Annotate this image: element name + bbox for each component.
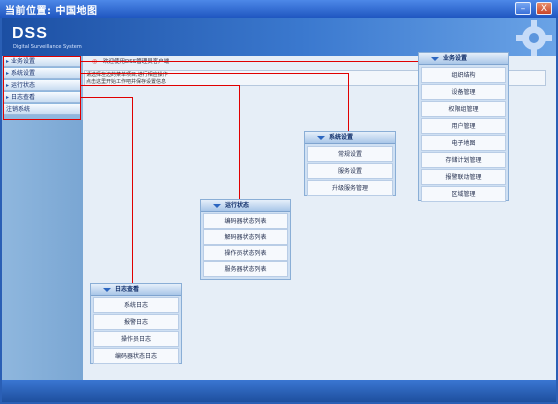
connector-line-logs-h [81,97,133,98]
menu-item-alarm-linkage[interactable]: 报警联动管理 [421,169,506,185]
menu-item-device-management[interactable]: 设备管理 [421,84,506,100]
notice-line-1: 请选择左边的菜单项目,进行相应操作 [86,72,168,78]
connector-line-business [81,61,419,62]
sidebar-item-business-settings[interactable]: ▸业务设置 [3,56,81,67]
sidebar-background [2,120,83,380]
triangle-right-icon: ▸ [6,70,10,77]
welcome-message: 欢迎使用DSS管理员客户端 [103,59,170,65]
menu-item-operator-log[interactable]: 操作员日志 [93,331,179,347]
connector-line-running-v [239,85,240,199]
menu-header: 日志查看 [91,284,181,296]
menu-item-upgrade-service[interactable]: 升级服务管理 [307,180,393,196]
menu-item-e-map[interactable]: 电子地图 [421,135,506,151]
minimize-button[interactable]: – [515,2,531,15]
log-view-menu: 日志查看 系统日志 报警日志 操作员日志 编码器状态日志 [90,283,182,364]
sidebar-item-log-view[interactable]: ▸日志查看 [3,92,81,103]
menu-title: 业务设置 [443,55,468,62]
triangle-right-icon: ▸ [6,82,10,89]
close-button[interactable]: X [536,2,552,15]
gear-icon [516,20,552,56]
app-logo: DSS [12,25,48,42]
menu-item-server-status[interactable]: 服务器状态列表 [203,261,288,277]
connector-line-system-h [81,73,349,74]
menu-header: 运行状态 [201,200,290,212]
sidebar-item-label: 业务设置 [11,58,36,65]
menu-item-user-management[interactable]: 用户管理 [421,118,506,134]
menu-item-alarm-log[interactable]: 报警日志 [93,314,179,330]
triangle-down-icon [103,287,111,292]
app-logo-subtitle: Digital Surveillance System [13,44,82,50]
menu-item-decoder-status[interactable]: 解码器状态列表 [203,229,288,245]
running-status-menu: 运行状态 编码器状态列表 解码器状态列表 操作员状态列表 服务器状态列表 [200,199,291,280]
menu-title: 运行状态 [225,202,250,209]
triangle-down-icon [213,203,221,208]
triangle-right-icon: ▸ [6,58,10,65]
connector-line-logs-v [132,97,133,283]
menu-header: 系统设置 [305,132,395,144]
menu-item-general-settings[interactable]: 常规设置 [307,146,393,162]
menu-item-area-management[interactable]: 区域管理 [421,186,506,202]
menu-item-operator-status[interactable]: 操作员状态列表 [203,245,288,261]
notice-line-2: 点击这里开始工作吧并保存设置信息 [86,79,167,85]
window-title: 当前位置: 中国地图 [5,6,98,17]
sidebar-item-running-status[interactable]: ▸运行状态 [3,80,81,91]
triangle-right-icon: ▸ [6,94,10,101]
triangle-down-icon [317,135,325,140]
business-settings-menu: 业务设置 组织结构 设备管理 权限组管理 用户管理 电子地图 存储计划管理 报警… [418,52,509,202]
menu-item-storage-plan[interactable]: 存储计划管理 [421,152,506,168]
menu-item-org-structure[interactable]: 组织结构 [421,67,506,83]
menu-item-encoder-status[interactable]: 编码器状态列表 [203,213,288,229]
menu-item-system-log[interactable]: 系统日志 [93,297,179,313]
connector-line-running-h [81,85,240,86]
sidebar-item-label: 运行状态 [11,82,36,89]
sidebar-item-logout[interactable]: 注销系统 [3,104,81,115]
menu-title: 日志查看 [115,286,140,293]
status-bar [2,380,556,402]
menu-header: 业务设置 [419,53,508,65]
menu-item-permission-groups[interactable]: 权限组管理 [421,101,506,117]
sidebar-item-label: 系统设置 [11,70,36,77]
app-header: DSS Digital Surveillance System [2,18,556,56]
sidebar-item-label: 日志查看 [11,94,36,101]
menu-item-encoder-status-log[interactable]: 编码器状态日志 [93,348,179,364]
system-settings-menu: 系统设置 常规设置 服务设置 升级服务管理 [304,131,396,196]
sidebar-highlight-box [3,56,81,120]
menu-item-service-settings[interactable]: 服务设置 [307,163,393,179]
window-titlebar [0,0,558,18]
menu-title: 系统设置 [329,134,354,141]
sidebar-item-system-settings[interactable]: ▸系统设置 [3,68,81,79]
sidebar-item-label: 注销系统 [6,106,31,113]
triangle-down-icon [431,56,439,61]
connector-line-system-v [348,73,349,131]
